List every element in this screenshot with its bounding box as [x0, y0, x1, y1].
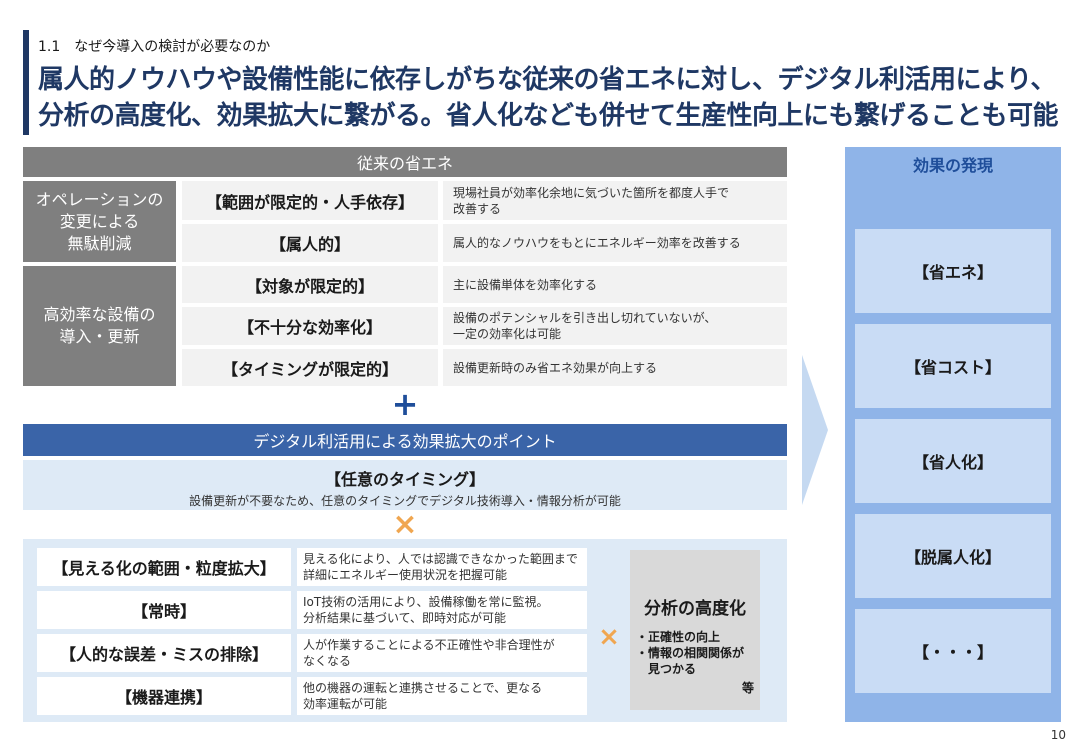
- effect-item: 【・・・】: [855, 609, 1051, 693]
- timing-box: 【任意のタイミング】 設備更新が不要なため、任意のタイミングでデジタル技術導入・…: [23, 460, 787, 510]
- category-line: オペレーションの: [35, 189, 164, 209]
- point-label: 【機器連携】: [37, 677, 291, 715]
- point-label: 【見える化の範囲・粒度拡大】: [37, 548, 291, 586]
- analysis-etc: 等: [741, 681, 754, 695]
- effects-title: 効果の発現: [912, 156, 993, 175]
- right-arrow-icon: [802, 355, 828, 505]
- category-operation: オペレーションの 変更による 無駄削減: [23, 181, 176, 262]
- times-icon: ×: [598, 622, 620, 652]
- plus-icon: +: [391, 385, 419, 423]
- headline-line-2: 分析の高度化、効果拡大に繋がる。省人化なども併せて生産性向上にも繋げることも可能: [38, 101, 1059, 131]
- trad-row-label: 【属人的】: [182, 224, 438, 262]
- trad-row-desc: 主に設備単体を効率化する: [443, 266, 787, 303]
- trad-row-desc: 属人的なノウハウをもとにエネルギー効率を改善する: [443, 224, 787, 262]
- point-desc: IoT技術の活用により、設備稼働を常に監視。分析結果に基づいて、即時対応が可能: [297, 591, 587, 629]
- category-line: 導入・更新: [59, 327, 140, 346]
- effect-item: 【省エネ】: [855, 229, 1051, 313]
- category-equipment: 高効率な設備の 導入・更新: [23, 266, 176, 386]
- trad-row-label: 【タイミングが限定的】: [182, 349, 438, 386]
- effect-item: 【省コスト】: [855, 324, 1051, 408]
- category-line: 無駄削減: [67, 233, 132, 253]
- category-line: 変更による: [59, 211, 140, 231]
- page-headline: 属人的ノウハウや設備性能に依存しがちな従来の省エネに対し、デジタル利活用により、…: [38, 62, 1068, 134]
- analysis-box: 分析の高度化 ・正確性の向上 ・情報の相関関係が 見つかる 等: [630, 550, 760, 710]
- headline-line-1: 属人的ノウハウや設備性能に依存しがちな従来の省エネに対し、デジタル利活用により、: [38, 65, 1056, 95]
- point-desc: 他の機器の運転と連携させることで、更なる効率運転が可能: [297, 677, 587, 715]
- point-desc: 人が作業することによる不正確性や非合理性がなくなる: [297, 634, 587, 672]
- trad-row-label: 【不十分な効率化】: [182, 307, 438, 345]
- category-line: 高効率な設備の: [43, 305, 156, 324]
- page-number: 10: [1050, 728, 1066, 742]
- point-label: 【常時】: [37, 591, 291, 629]
- effect-item: 【省人化】: [855, 419, 1051, 503]
- effect-item: 【脱属人化】: [855, 514, 1051, 598]
- timing-label: 【任意のタイミング】: [324, 470, 485, 489]
- digital-header: デジタル利活用による効果拡大のポイント: [23, 424, 787, 456]
- analysis-item: ・正確性の向上: [636, 630, 721, 644]
- trad-row-label: 【対象が限定的】: [182, 266, 438, 303]
- analysis-item: 見つかる: [636, 662, 697, 676]
- trad-row-desc: 設備更新時のみ省エネ効果が向上する: [443, 349, 787, 386]
- analysis-item: ・情報の相関関係が: [636, 646, 745, 660]
- trad-row-label: 【範囲が限定的・人手依存】: [182, 181, 438, 220]
- timing-desc: 設備更新が不要なため、任意のタイミングでデジタル技術導入・情報分析が可能: [189, 494, 621, 508]
- point-label: 【人的な誤差・ミスの排除】: [37, 634, 291, 672]
- trad-row-desc: 設備のポテンシャルを引き出し切れていないが、一定の効率化は可能: [443, 307, 787, 345]
- times-icon: ×: [392, 507, 418, 542]
- analysis-title: 分析の高度化: [644, 599, 746, 619]
- traditional-header: 従来の省エネ: [23, 147, 787, 177]
- trad-row-desc: 現場社員が効率化余地に気づいた箇所を都度人手で改善する: [443, 181, 787, 220]
- title-accent-bar: [23, 30, 29, 135]
- point-desc: 見える化により、人では認識できなかった範囲まで詳細にエネルギー使用状況を把握可能: [297, 548, 587, 586]
- section-heading: 1.1 なぜ今導入の検討が必要なのか: [38, 39, 271, 55]
